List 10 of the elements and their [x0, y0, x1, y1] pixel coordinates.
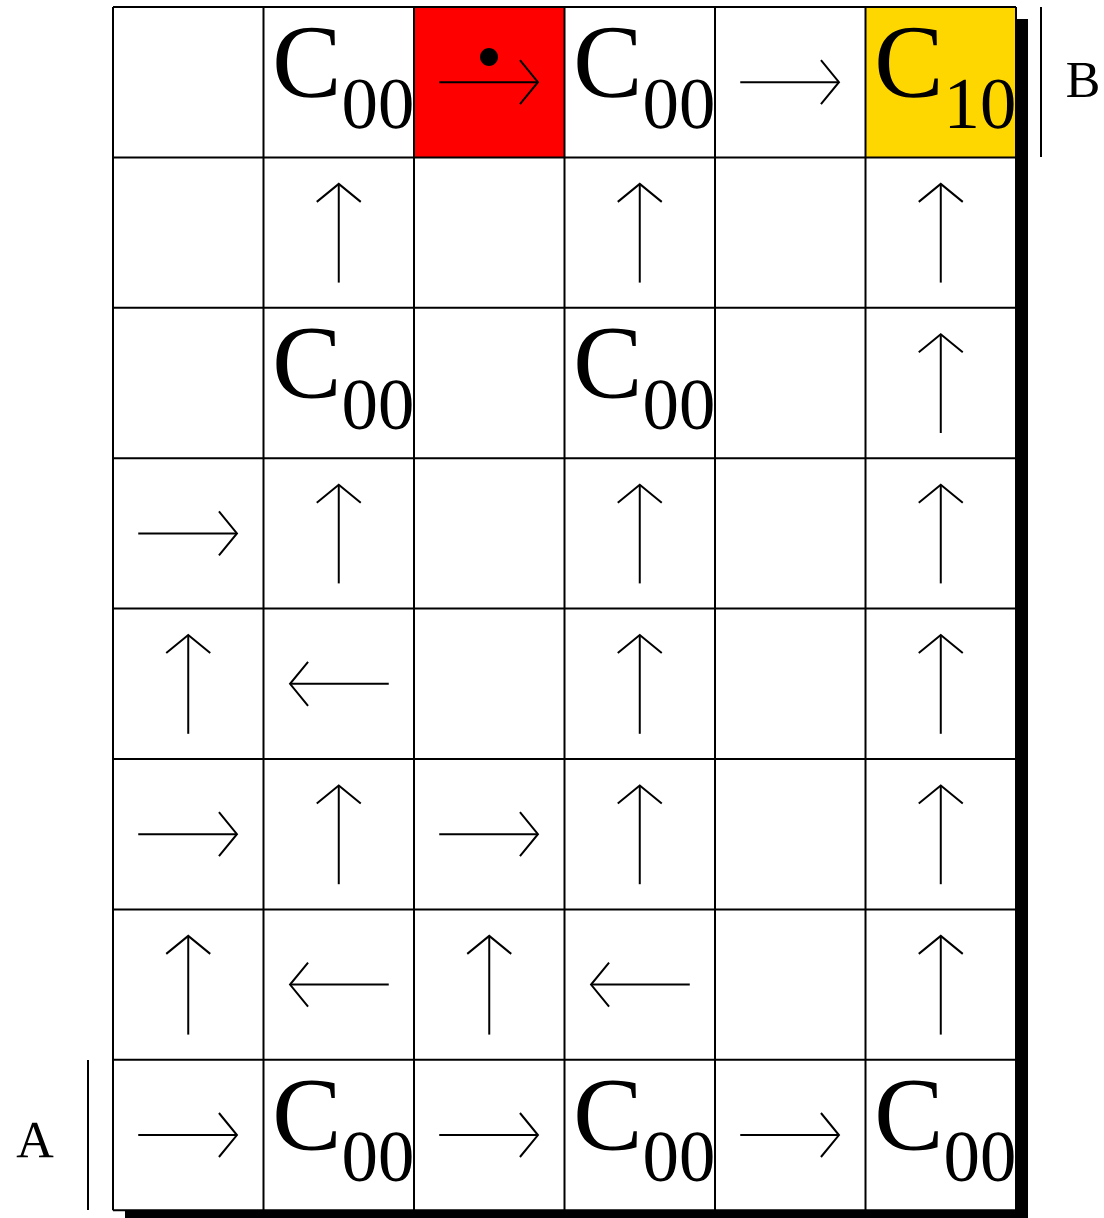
cell-symbol: C$_{00}$ [276, 328, 412, 430]
cell-symbol: C$_{10}$ [878, 27, 1014, 129]
cell-symbol: C$_{00}$ [276, 1080, 412, 1182]
cell-symbol: C$_{00}$ [577, 328, 713, 430]
cell-symbol: C$_{00}$ [577, 27, 713, 129]
cell-symbol: C$_{00}$ [276, 27, 412, 129]
cell-symbol: C$_{00}$ [878, 1080, 1014, 1182]
side-label: A [16, 1122, 54, 1158]
cell-symbol: C$_{00}$ [577, 1080, 713, 1182]
side-label: B [1067, 62, 1098, 98]
